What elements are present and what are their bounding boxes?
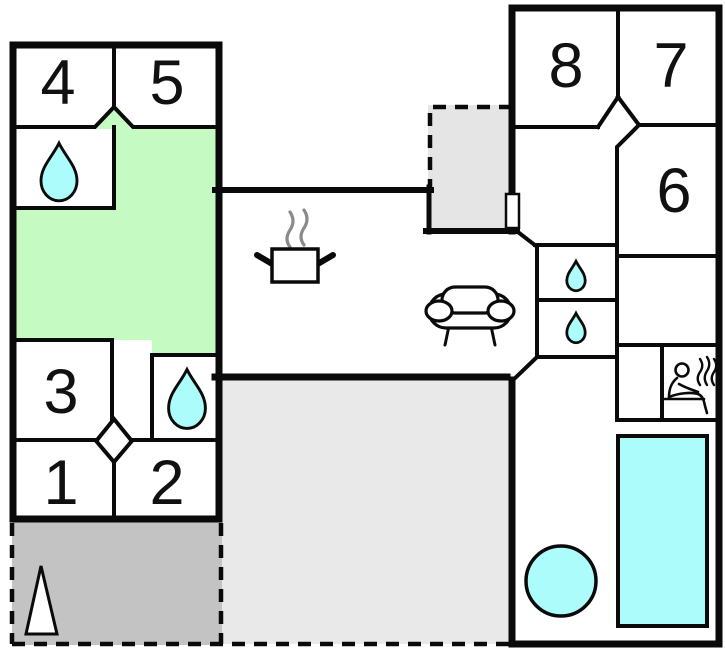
sofa-icon	[424, 285, 516, 347]
sauna-person-leg	[667, 391, 709, 415]
entrance-door	[504, 192, 521, 230]
room-number-5: 5	[149, 48, 184, 118]
sauna-person-head	[674, 362, 690, 378]
sofa-armrest	[424, 299, 454, 323]
water-drop-icon	[565, 258, 587, 293]
wall-hall-notch-up	[94, 415, 134, 443]
water-drop-icon	[167, 366, 207, 430]
swimming-pool	[616, 434, 709, 628]
interior-walls	[11, 6, 721, 521]
sauna-person-arm	[677, 382, 700, 394]
room-number-4: 4	[40, 48, 75, 118]
sauna-person-icon	[660, 355, 718, 415]
pot-body	[270, 247, 320, 284]
room-number-1: 1	[43, 448, 78, 518]
porch-dashed-edge	[427, 104, 512, 187]
water-drop-icon	[39, 139, 79, 203]
wall-room6-left	[615, 122, 642, 247]
wall-rooms12-notch	[94, 439, 134, 466]
wall-room7-8-door-notch	[595, 94, 642, 130]
steam-icon	[285, 208, 309, 249]
wall-bathroom1	[11, 125, 116, 210]
wall-pool-diagonal	[509, 354, 540, 384]
sauna-steam-icon	[696, 355, 718, 387]
cooking-pot-icon	[254, 208, 336, 284]
water-drop-icon	[565, 310, 587, 345]
main-terrace-area	[221, 374, 512, 644]
room-number-2: 2	[149, 448, 184, 518]
hot-tub-circle	[524, 544, 598, 618]
sauna-person-back	[667, 376, 679, 399]
sofa-armrest	[486, 299, 516, 323]
exterior-walls	[9, 4, 723, 648]
room-number-3: 3	[43, 357, 78, 427]
areas	[12, 105, 514, 645]
room-number-7: 7	[653, 31, 688, 101]
room-number-8: 8	[548, 31, 583, 101]
porch-area	[428, 105, 514, 231]
green-room-area	[16, 108, 219, 355]
room-number-6: 6	[656, 156, 691, 226]
left-building-outline	[9, 41, 223, 523]
right-building-outline	[508, 4, 723, 648]
water-drops	[39, 139, 587, 430]
flag-triangle-icon	[24, 565, 59, 636]
room-numbers: 4 5 3 1 2 8 7 6	[40, 31, 691, 518]
dashed-boundaries	[9, 104, 512, 647]
